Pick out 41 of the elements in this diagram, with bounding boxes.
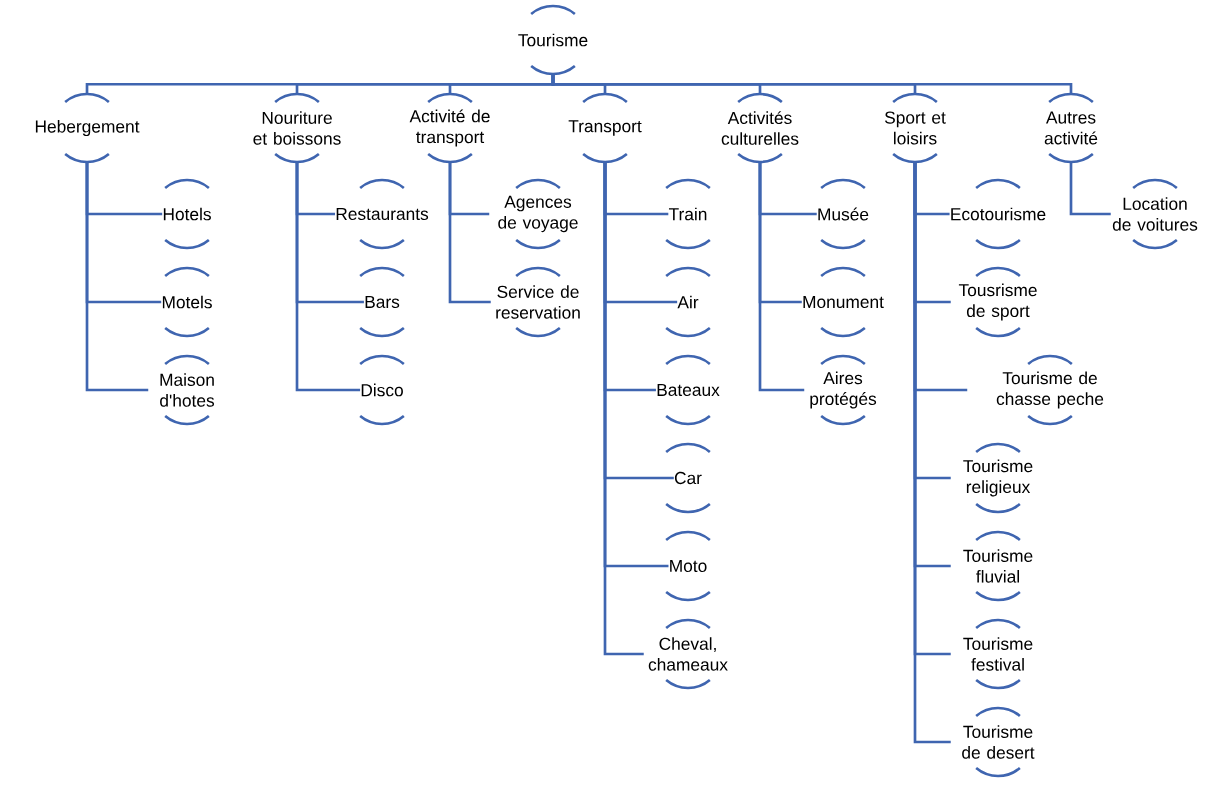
arc-node: Monument — [803, 266, 884, 338]
arc-node: Activités culturelles — [721, 92, 799, 164]
arc-node: Maison d'hotes — [160, 354, 215, 426]
arc-node: Tousrisme de sport — [958, 266, 1037, 338]
arc-node: Location de voitures — [1112, 178, 1198, 250]
arc-node: Aires protégés — [810, 354, 877, 426]
arc-node: Cheval, chameaux — [648, 618, 728, 690]
connector-line — [913, 162, 951, 744]
arc-node: Autres activité — [1044, 92, 1098, 164]
arc-node: Service de reservation — [496, 266, 580, 338]
arc-node: Tourisme religieux — [963, 442, 1033, 514]
arc-node: Agences de voyage — [498, 178, 578, 250]
arc-node: Motels — [162, 266, 212, 338]
connector-line — [551, 74, 1073, 94]
connector-line — [295, 162, 361, 392]
arc-node: Hotels — [163, 178, 211, 250]
arc-node: Musée — [818, 178, 869, 250]
arc-node: Disco — [359, 354, 405, 426]
arc-node: Sport et loisirs — [884, 92, 946, 164]
arc-node: Transport — [568, 92, 642, 164]
arc-node: Tourisme de chasse peche — [996, 354, 1104, 426]
connector-line — [1069, 162, 1111, 216]
arc-node: Hebergement — [35, 92, 140, 164]
arc-node: Ecotourisme — [951, 178, 1046, 250]
arc-node: Tourisme — [518, 4, 588, 76]
connector-line — [758, 162, 805, 392]
arc-node: Moto — [665, 530, 711, 602]
arc-node: Activité de transport — [409, 92, 490, 164]
arc-node: Bars — [359, 266, 405, 338]
arc-node: Tourisme fluvial — [963, 530, 1033, 602]
arc-node: Air — [665, 266, 711, 338]
connector-line — [448, 162, 491, 304]
arc-node: Tourisme de desert — [962, 706, 1035, 778]
arc-node: Tourisme festival — [963, 618, 1033, 690]
arc-node: Bateaux — [657, 354, 720, 426]
arc-node: Nouriture et boissons — [253, 92, 341, 164]
arc-node: Car — [665, 442, 711, 514]
connector-line — [603, 162, 644, 656]
connector-line — [85, 162, 149, 392]
arc-node: Restaurants — [336, 178, 429, 250]
arc-node: Train — [665, 178, 711, 250]
